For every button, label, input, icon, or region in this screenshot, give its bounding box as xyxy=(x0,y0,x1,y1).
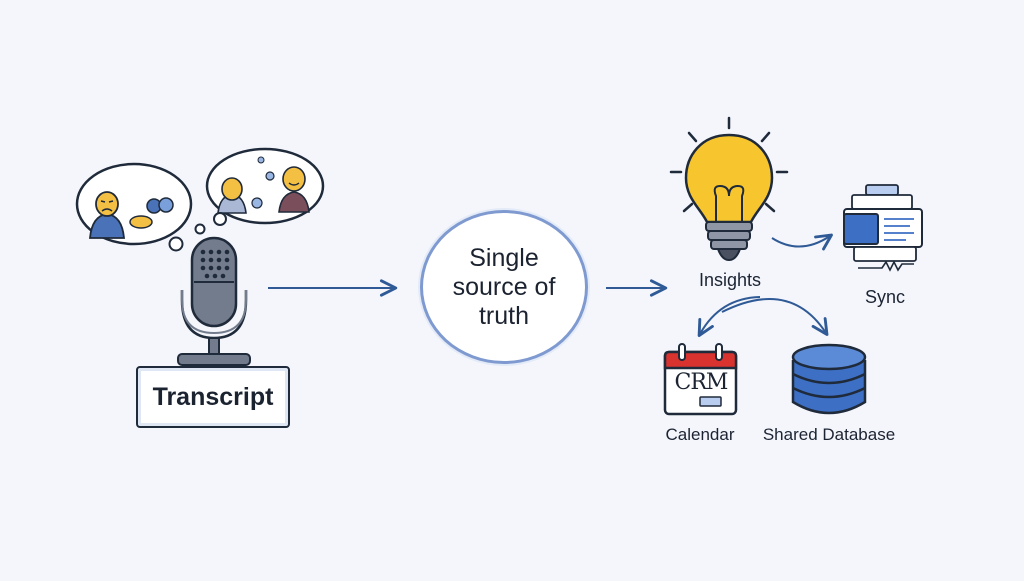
calendar-icon xyxy=(663,343,738,416)
arrow-to-database xyxy=(721,298,829,336)
arrow-to-calendar xyxy=(697,296,761,338)
thought-bubble-left xyxy=(75,162,193,246)
sync-device-icon xyxy=(843,184,923,272)
calendar-crm-badge: CRM xyxy=(674,370,729,395)
single-source-of-truth-node: Single source of truth xyxy=(420,210,588,364)
database-icon xyxy=(791,343,867,415)
single-source-of-truth-label: Single source of truth xyxy=(452,243,556,330)
transcript-node: Transcript xyxy=(136,366,290,428)
arrow-insights-to-sync xyxy=(771,233,833,251)
thought-dots xyxy=(168,212,227,252)
lightbulb-icon xyxy=(669,116,789,262)
person-worried-icon xyxy=(89,191,125,239)
thought-bubble-right xyxy=(205,147,325,225)
microphone-icon xyxy=(177,236,251,366)
calendar-label: Calendar xyxy=(665,425,735,444)
transcript-label: Transcript xyxy=(152,382,274,411)
person-thinking-icon xyxy=(217,177,247,214)
person-smiling-icon xyxy=(278,166,310,213)
sync-label: Sync xyxy=(864,287,906,307)
shared-database-label: Shared Database xyxy=(762,425,896,444)
insights-label: Insights xyxy=(698,270,762,290)
